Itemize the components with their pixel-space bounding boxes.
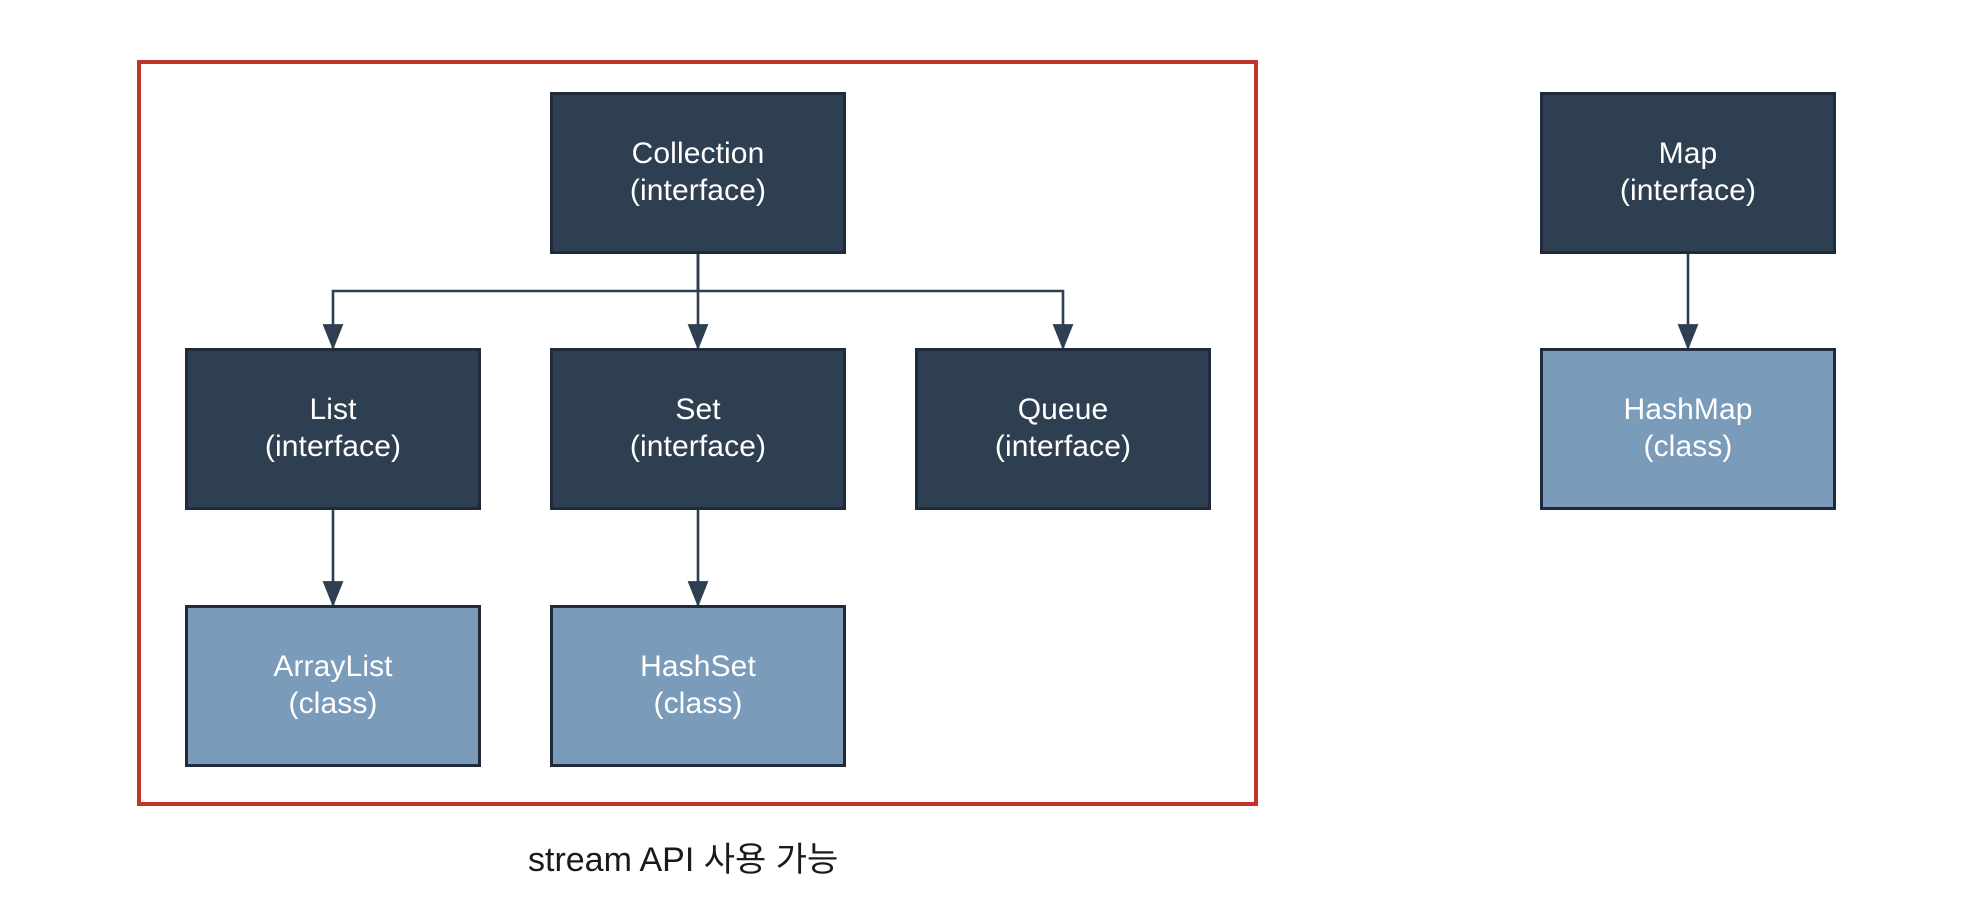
node-kind: (interface) [1619,174,1757,207]
node-title: HashMap [1623,393,1753,427]
node-kind: (interface) [994,430,1132,463]
node-title: ArrayList [273,650,393,684]
node-kind: (interface) [629,174,767,207]
stream-api-caption: stream API 사용 가능 [528,841,839,879]
node-title: List [309,393,357,427]
stream-api-region-highlight [137,60,1258,806]
node-title: Queue [1017,393,1109,427]
node-hashset: HashSet(class) [550,605,846,767]
node-title: Map [1658,137,1718,171]
node-title: Set [675,393,721,427]
node-kind: (interface) [629,430,767,463]
node-map: Map(interface) [1540,92,1836,254]
node-arraylist: ArrayList(class) [185,605,481,767]
node-kind: (interface) [264,430,402,463]
node-collection: Collection(interface) [550,92,846,254]
node-kind: (class) [1643,430,1733,463]
node-title: Collection [631,137,765,171]
node-title: HashSet [640,650,756,684]
node-hashmap: HashMap(class) [1540,348,1836,510]
node-kind: (class) [288,687,378,720]
node-kind: (class) [653,687,743,720]
node-set: Set(interface) [550,348,846,510]
node-list: List(interface) [185,348,481,510]
node-queue: Queue(interface) [915,348,1211,510]
